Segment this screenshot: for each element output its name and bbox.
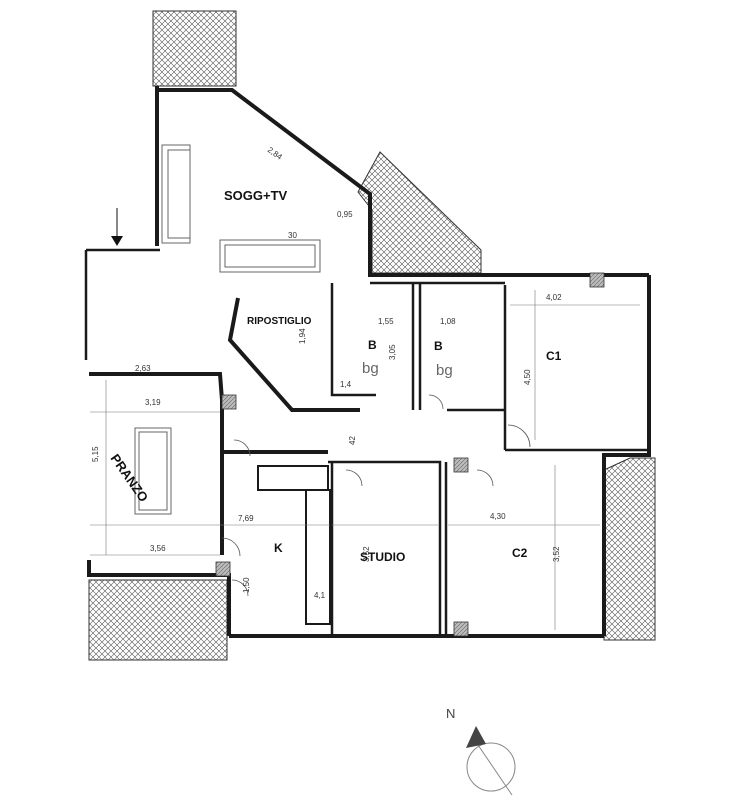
dim-3-19: 3,19 [145,398,161,407]
room-label-c2: C2 [512,546,528,560]
dim-2-84: 2,84 [266,145,284,162]
dim-1-4: 1,4 [340,380,352,389]
dimension-labels: 2,84 0,95 30 1,94 1,55 3,05 1,4 1,08 4,0… [91,145,562,600]
dim-3-52-studio: 3,52 [362,546,371,562]
hatch-balcony-northeast [357,151,482,274]
dining-table [134,427,172,515]
partitions [84,248,649,636]
room-label-sogg-tv: SOGG+TV [224,188,288,203]
dim-3-52-c2: 3,52 [552,546,561,562]
north-compass: N [446,706,516,796]
columns [215,272,605,637]
dim-42: 42 [348,436,357,445]
dim-2-63: 2,63 [135,364,151,373]
walls [87,86,651,638]
dim-4-50: 4,50 [523,369,532,385]
dim-1-94: 1,94 [298,328,307,344]
fixture-label-bg-2: bg [436,362,453,379]
dim-3-05: 3,05 [388,344,397,360]
dim-3-56: 3,56 [150,544,166,553]
room-label-ripostiglio: RIPOSTIGLIO [247,316,312,327]
sofa-bottom [219,239,321,273]
hatch-top-north [152,10,237,87]
dim-5-15: 5,15 [91,446,100,462]
hatch-terrace-east [603,457,656,641]
door-swings [221,394,531,597]
dim-4-1: 4,1 [314,591,326,600]
kitchen-counter-top [257,465,329,491]
dim-4-02: 4,02 [546,293,562,302]
north-arrow-icon [466,726,486,748]
room-label-c1: C1 [546,349,562,363]
room-label-k: K [274,541,283,555]
dim-0-95: 0,95 [337,210,353,219]
furniture [134,144,321,515]
room-label-pranzo: PRANZO [108,451,152,505]
fixture-label-bg-1: bg [362,360,379,377]
dim-30: 30 [288,231,297,240]
north-label: N [446,706,455,721]
fixture-labels: bg bg [362,360,453,379]
dim-1-55: 1,55 [378,317,394,326]
room-label-bath-2: B [434,339,443,353]
entrance-arrow [111,208,123,246]
hatch-terrace-southwest [88,579,228,661]
dim-1-50: 1,50 [242,577,251,593]
kitchen-counter [305,489,331,625]
dim-1-08: 1,08 [440,317,456,326]
sofa-left [161,144,191,244]
dim-7-69: 7,69 [238,514,254,523]
dim-4-30: 4,30 [490,512,506,521]
compass-circle [466,742,516,792]
room-label-studio: STUDIO [360,550,405,564]
room-label-bath-1: B [368,338,377,352]
exterior-hatched-areas [88,10,656,661]
dimension-lines [90,290,640,630]
